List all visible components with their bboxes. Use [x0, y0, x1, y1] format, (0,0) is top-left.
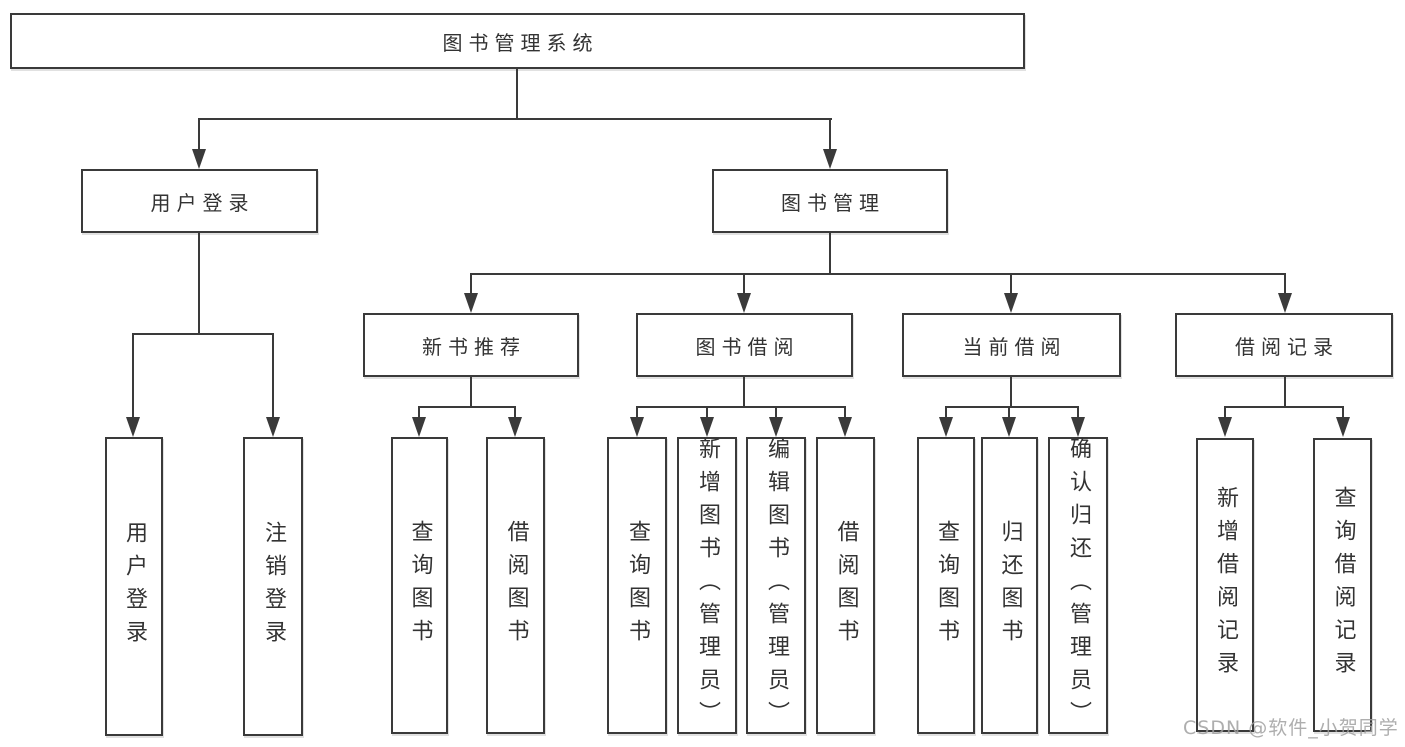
leaf-add-borrow-record: 新增借阅记录 [1196, 438, 1254, 732]
leaf-label: 归还图书 [997, 519, 1023, 652]
connector-line [743, 377, 745, 407]
leaf-label: 借阅图书 [833, 519, 859, 652]
connector-line [470, 377, 472, 407]
connector-line [198, 118, 200, 151]
connector-line [1010, 273, 1012, 295]
connector-line [844, 406, 846, 419]
arrow-down-icon [464, 293, 478, 313]
connector-line [829, 118, 831, 151]
connector-line [470, 273, 472, 295]
leaf-label: 查询图书 [625, 519, 650, 652]
arrow-down-icon [1071, 417, 1085, 437]
connector-line [514, 406, 516, 419]
node-user-login: 用户登录 [81, 169, 318, 233]
connector-line [1224, 406, 1226, 419]
leaf-return-book: 归还图书 [981, 437, 1038, 734]
arrow-down-icon [737, 293, 751, 313]
leaf-label: 新增图书（管理员） [695, 437, 720, 734]
leaf-logout: 注销登录 [243, 437, 303, 736]
connector-line [516, 69, 518, 119]
connector-line [132, 333, 134, 418]
arrow-down-icon [1218, 417, 1232, 437]
arrow-down-icon [630, 417, 644, 437]
arrow-down-icon [1278, 293, 1292, 313]
arrow-down-icon [126, 417, 140, 437]
leaf-borrow-books-recommend: 借阅图书 [486, 437, 545, 734]
connector-line [418, 406, 420, 419]
leaf-add-book-admin: 新增图书（管理员） [677, 437, 737, 734]
leaf-label: 新增借阅记录 [1213, 486, 1238, 684]
connector-line [945, 406, 947, 419]
leaf-edit-book-admin: 编辑图书（管理员） [746, 437, 806, 734]
arrow-down-icon [412, 417, 426, 437]
connector-line [636, 406, 638, 419]
connector-line [198, 118, 832, 120]
connector-line [743, 273, 745, 295]
csdn-watermark: CSDN @软件_小贺同学 [1183, 717, 1399, 739]
node-borrow-records: 借阅记录 [1175, 313, 1393, 377]
arrow-down-icon [266, 417, 280, 437]
leaf-borrow-books: 借阅图书 [816, 437, 875, 734]
connector-line [775, 406, 777, 419]
connector-line [1224, 406, 1344, 408]
connector-line [418, 406, 516, 408]
leaf-label: 查询借阅记录 [1330, 486, 1356, 684]
leaf-label: 编辑图书（管理员） [764, 437, 789, 734]
node-root: 图书管理系统 [10, 13, 1025, 69]
leaf-query-borrow-record: 查询借阅记录 [1313, 438, 1372, 732]
leaf-user-login: 用户登录 [105, 437, 163, 736]
node-book-borrow: 图书借阅 [636, 313, 853, 377]
arrow-down-icon [1004, 293, 1018, 313]
leaf-label: 查询图书 [934, 519, 959, 652]
connector-line [1284, 273, 1286, 295]
arrow-down-icon [838, 417, 852, 437]
arrow-down-icon [508, 417, 522, 437]
connector-line [706, 406, 708, 419]
leaf-query-books-current: 查询图书 [917, 437, 975, 734]
leaf-label: 确认归还（管理员） [1066, 437, 1091, 734]
leaf-label: 注销登录 [261, 520, 286, 653]
connector-line [132, 333, 274, 335]
connector-line [829, 233, 831, 274]
leaf-label: 查询图书 [407, 519, 433, 652]
connector-line [1077, 406, 1079, 419]
arrow-down-icon [769, 417, 783, 437]
connector-line [1010, 377, 1012, 407]
connector-line [1008, 406, 1010, 419]
connector-line [636, 406, 846, 408]
connector-line [1284, 377, 1286, 407]
connector-line [945, 406, 1079, 408]
leaf-label: 用户登录 [122, 520, 147, 653]
connector-line [198, 233, 200, 334]
arrow-down-icon [939, 417, 953, 437]
arrow-down-icon [192, 149, 206, 169]
arrow-down-icon [1336, 417, 1350, 437]
connector-line [272, 333, 274, 418]
node-book-management: 图书管理 [712, 169, 948, 233]
node-new-book-recommend: 新书推荐 [363, 313, 579, 377]
leaf-query-books-recommend: 查询图书 [391, 437, 448, 734]
arrow-down-icon [1002, 417, 1016, 437]
connector-line [1342, 406, 1344, 419]
arrow-down-icon [823, 149, 837, 169]
arrow-down-icon [700, 417, 714, 437]
leaf-query-books-borrow: 查询图书 [607, 437, 667, 734]
leaf-label: 借阅图书 [503, 519, 529, 652]
leaf-confirm-return-admin: 确认归还（管理员） [1048, 437, 1108, 734]
node-current-borrow: 当前借阅 [902, 313, 1121, 377]
connector-line [470, 273, 1286, 275]
